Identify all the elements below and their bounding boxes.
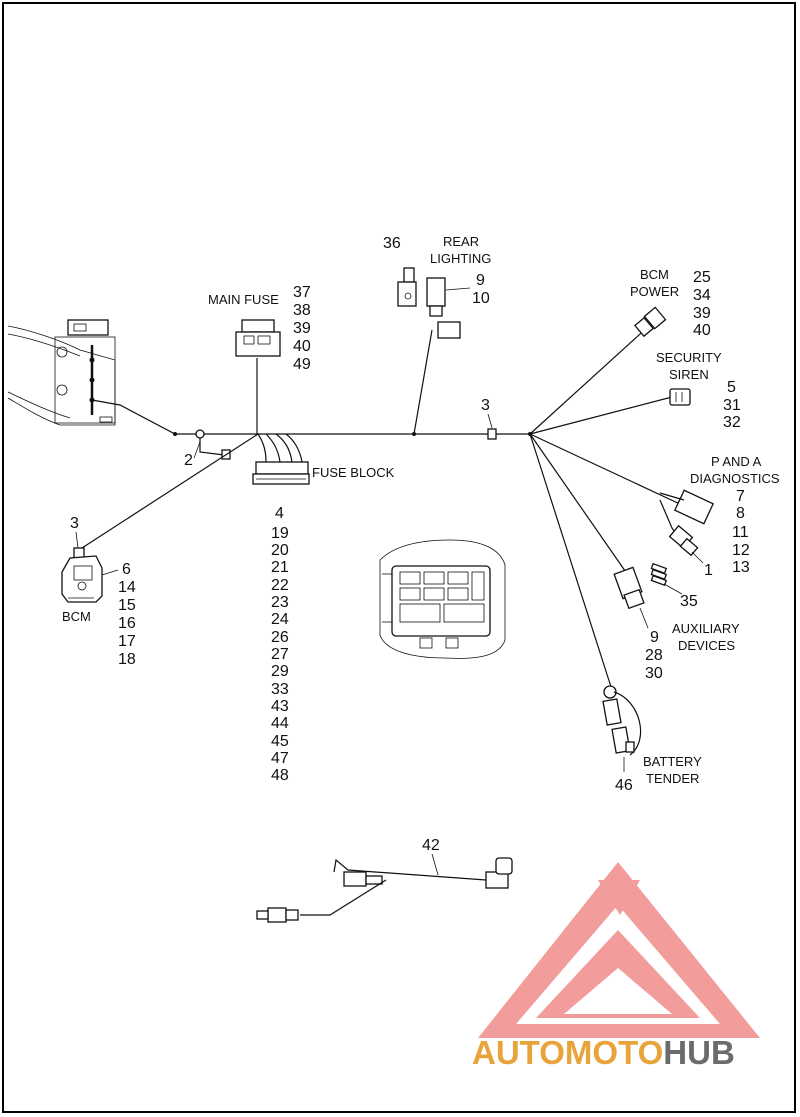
p-and-a-label-line1: P AND A: [711, 454, 762, 469]
callout-number: 30: [645, 665, 663, 682]
callout-number: 34: [693, 287, 711, 304]
callout-number: 26: [271, 629, 289, 646]
main-fuse-icon: [235, 319, 281, 357]
clip-3-number: 3: [481, 397, 490, 414]
callout-number: 29: [271, 663, 289, 680]
callout-number: 15: [118, 597, 136, 614]
callout-number: 4: [275, 505, 284, 522]
security-siren-connector-icon: [669, 388, 691, 406]
fuse-block-icon: [252, 461, 310, 485]
callout-number: 46: [615, 777, 633, 794]
callout-number: 12: [732, 542, 750, 559]
callout-number: 21: [271, 559, 289, 576]
callout-number: 8: [736, 505, 745, 522]
security-siren-label-line2: SIREN: [669, 367, 709, 382]
watermark-moto: MOTO: [565, 1034, 663, 1071]
callout-number: 16: [118, 615, 136, 632]
bcm-power-callouts: 25 34 39 40: [693, 269, 711, 339]
callout-number: 40: [293, 338, 311, 355]
fuse-block-callouts: 4 19 20 21 22 23 24 26 27 29 33 43 44 45…: [271, 505, 289, 784]
callout-number: 47: [271, 750, 289, 767]
callout-number: 32: [723, 414, 741, 431]
watermark-logo: [478, 862, 760, 1038]
callout-number: 39: [293, 320, 311, 337]
rear-lighting-part-number: 36: [383, 235, 401, 252]
auxiliary-label-line2: DEVICES: [678, 638, 735, 653]
harness-42-icon: [256, 857, 513, 923]
callout-number: 9: [476, 272, 485, 289]
auxiliary-connector-icon: [613, 566, 649, 629]
fuse-block-detail: [379, 539, 506, 659]
callout-number: 6: [122, 561, 131, 578]
callout-number: 35: [680, 593, 698, 610]
harness-trunk: [81, 324, 683, 691]
clip-2-icon: [195, 429, 205, 439]
callout-number: 9: [650, 629, 659, 646]
callout-number: 19: [271, 525, 289, 542]
bcm-part-number: 3: [70, 515, 79, 532]
callout-number: 43: [271, 698, 289, 715]
battery-tender-label-line2: TENDER: [646, 771, 699, 786]
main-fuse-label: MAIN FUSE: [208, 292, 279, 307]
p-and-a-connector-icon: [659, 489, 715, 557]
fuse-block-label: FUSE BLOCK: [312, 465, 395, 480]
callout-number: 40: [693, 322, 711, 339]
callout-number: 48: [271, 767, 289, 784]
callout-number: 37: [293, 284, 311, 301]
callout-number: 13: [732, 559, 750, 576]
frame-bracket: [7, 319, 116, 426]
p-and-a-callouts: 7 8 11 12 13: [732, 488, 750, 576]
callout-number: 38: [293, 302, 311, 319]
battery-tender-label-line1: BATTERY: [643, 754, 702, 769]
security-siren-label-line1: SECURITY: [656, 350, 722, 365]
callout-number: 11: [732, 524, 749, 541]
callout-number: 17: [118, 633, 136, 650]
watermark-hub: HUB: [663, 1034, 735, 1071]
bcm-power-connector-icon: [633, 306, 667, 338]
watermark-text: AUTOMOTOHUB: [472, 1034, 735, 1071]
clip-3-icon: [487, 428, 497, 440]
auxiliary-label-line1: AUXILIARY: [672, 621, 740, 636]
p-and-a-label-line2: DIAGNOSTICS: [690, 471, 780, 486]
callout-number: 44: [271, 715, 289, 732]
bcm-power-label-line2: POWER: [630, 284, 679, 299]
clip-2-number: 2: [184, 452, 193, 469]
bcm-power-label-line1: BCM: [640, 267, 669, 282]
watermark-auto: AUTO: [472, 1034, 565, 1071]
callout-number: 14: [118, 579, 136, 596]
bcm-module-icon: [61, 547, 103, 603]
callout-number: 31: [723, 397, 741, 414]
callout-number: 10: [472, 290, 490, 307]
callout-number: 45: [271, 733, 289, 750]
callout-number: 18: [118, 651, 136, 668]
security-siren-callouts: 5 31 32: [723, 379, 741, 431]
rear-lighting-label-line2: LIGHTING: [430, 251, 491, 266]
callout-number: 23: [271, 594, 289, 611]
callout-number: 1: [704, 562, 713, 579]
callout-number: 28: [645, 647, 663, 664]
battery-tender-connector-icon: [602, 685, 642, 756]
callout-number: 5: [727, 379, 736, 396]
bcm-label: BCM: [62, 609, 91, 624]
harness-42-number: 42: [422, 837, 440, 854]
callout-number: 22: [271, 577, 289, 594]
callout-number: 27: [271, 646, 289, 663]
main-fuse-callouts: 37 38 39 40 49: [293, 284, 311, 373]
callout-number: 49: [293, 356, 311, 373]
terminal-cap-icon: [650, 562, 668, 587]
rear-lighting-label-line1: REAR: [443, 234, 479, 249]
callout-number: 24: [271, 611, 289, 628]
callout-number: 39: [693, 305, 711, 322]
callout-number: 33: [271, 681, 289, 698]
rear-lighting-connector-icon: [397, 267, 461, 339]
callout-number: 25: [693, 269, 711, 286]
auxiliary-callouts: 9 28 30: [645, 629, 663, 682]
callout-number: 20: [271, 542, 289, 559]
callout-number: 7: [736, 488, 745, 505]
bcm-callouts: 6 14 15 16 17 18: [118, 561, 136, 668]
